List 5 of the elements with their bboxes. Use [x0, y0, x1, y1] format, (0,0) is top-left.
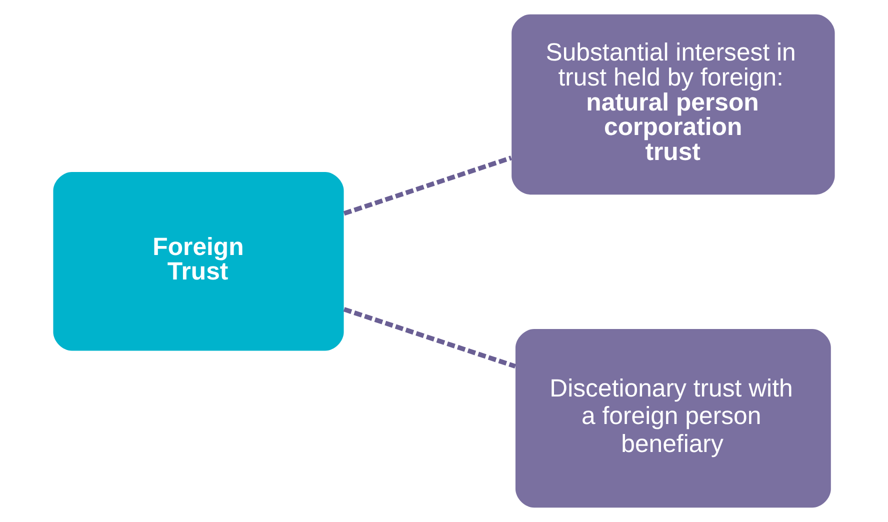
- connector: [343, 307, 516, 369]
- node-box: Substantial intersest in trust held by foreign: natural person corporation trust: [512, 14, 835, 195]
- connector: [343, 156, 512, 216]
- node-box: Discetionary trust with a foreign person benefiary: [515, 328, 831, 508]
- node-box: Foreign Trust: [53, 172, 344, 351]
